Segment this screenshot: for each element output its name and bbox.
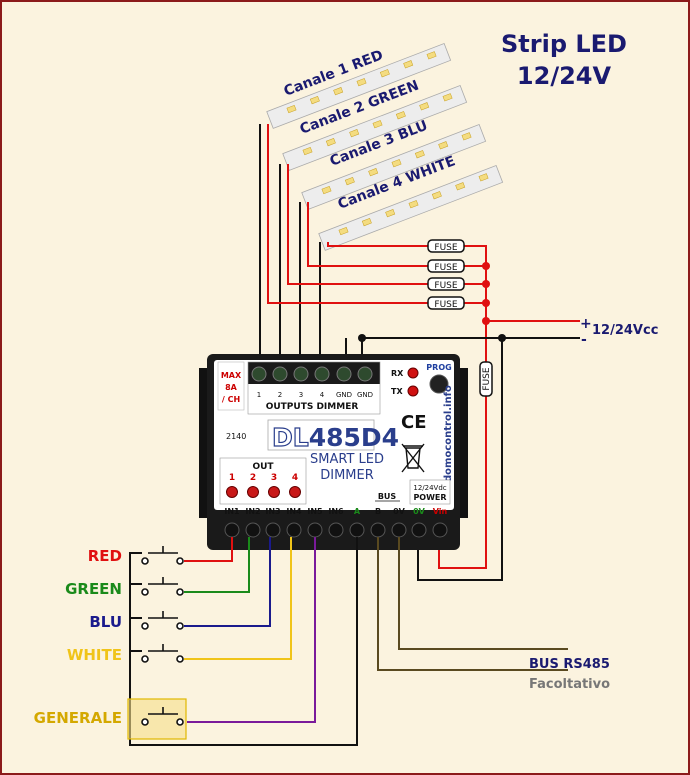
svg-text:4: 4 (320, 391, 325, 399)
rx-label: RX (391, 369, 404, 378)
out-leds (226, 486, 301, 498)
website-label: domocontrol.info (443, 385, 454, 482)
svg-text:A: A (354, 507, 361, 516)
subtitle-line-1: SMART LED (310, 452, 384, 467)
bus-box-label: BUS (378, 492, 397, 501)
svg-text:IN6: IN6 (328, 507, 344, 516)
bus-optional-label: Facoltativo (529, 677, 610, 692)
svg-text:Vin: Vin (433, 507, 448, 516)
svg-text:2: 2 (278, 391, 282, 399)
fuse-3: FUSE (427, 277, 465, 291)
led-strip-4 (318, 164, 504, 251)
svg-text:1: 1 (229, 473, 235, 483)
button-generale-symbol[interactable] (141, 707, 184, 726)
strip-negative-wires (259, 124, 321, 355)
prog-button[interactable] (429, 374, 449, 394)
led-strip-1 (266, 42, 452, 129)
svg-text:FUSE: FUSE (434, 300, 457, 310)
svg-text:FUSE: FUSE (434, 263, 457, 273)
junction-dots-black (358, 334, 506, 342)
led-strip-2 (282, 84, 468, 171)
svg-text:GND: GND (357, 391, 373, 399)
button-red-symbol[interactable] (141, 546, 184, 565)
prog-label: PROG (426, 363, 451, 372)
bus-rs485-label: BUS RS485 (529, 657, 610, 672)
max-line-2: 8A (225, 383, 238, 392)
svg-text:IN5: IN5 (307, 507, 323, 516)
out-numbers: 1 2 3 4 (229, 473, 298, 483)
dimmer-device: MAX 8A / CH 1 2 3 4 GND GND OUTPUTS DIMM… (199, 354, 468, 550)
svg-text:3: 3 (271, 473, 277, 483)
tx-led (407, 385, 419, 397)
out-title: OUT (252, 462, 274, 472)
strip-fuses: FUSE FUSE FUSE FUSE FUSE (427, 239, 493, 397)
led-strips (266, 42, 504, 251)
outputs-dimmer-label: OUTPUTS DIMMER (266, 402, 359, 412)
svg-text:0V: 0V (413, 507, 426, 516)
power-plus: + (580, 316, 592, 332)
svg-text:FUSE: FUSE (434, 243, 457, 253)
power-voltage: 12/24Vcc (592, 323, 658, 338)
button-white-symbol[interactable] (141, 644, 184, 663)
title-line-2: 12/24V (517, 62, 612, 90)
button-label-green: GREEN (65, 580, 122, 598)
subtitle-line-2: DIMMER (320, 468, 374, 483)
input-terminals (224, 522, 448, 538)
title-line-1: Strip LED (501, 30, 627, 58)
model-name: DL485D4 (272, 423, 399, 452)
fuse-4: FUSE (427, 296, 465, 310)
max-line-1: MAX (221, 371, 242, 380)
svg-text:0V: 0V (393, 507, 406, 516)
button-label-blu: BLU (89, 613, 122, 631)
tx-label: TX (391, 387, 403, 396)
button-label-red: RED (88, 547, 122, 565)
button-green-symbol[interactable] (141, 577, 184, 596)
output-terminal-labels: 1 2 3 4 GND GND (257, 391, 373, 399)
svg-text:IN4: IN4 (286, 507, 302, 516)
button-label-white: WHITE (67, 646, 122, 664)
svg-text:IN1: IN1 (224, 507, 240, 516)
push-buttons (141, 546, 184, 726)
svg-text:3: 3 (299, 391, 303, 399)
button-blu-symbol[interactable] (141, 611, 184, 630)
svg-text:2: 2 (250, 473, 256, 483)
power-box-label: POWER (413, 493, 446, 502)
fuse-1: FUSE (427, 239, 465, 253)
power-box-voltage: 12/24Vdc (413, 484, 446, 492)
svg-text:FUSE: FUSE (434, 281, 457, 291)
input-terminal-labels: IN1 IN2 IN3 IN4 IN5 IN6 A B 0V 0V Vin (224, 507, 447, 516)
output-terminals (248, 362, 380, 384)
svg-text:IN3: IN3 (265, 507, 280, 516)
svg-text:FUSE: FUSE (482, 367, 492, 390)
svg-text:IN2: IN2 (245, 507, 260, 516)
max-line-3: / CH (222, 395, 240, 404)
fuse-2: FUSE (427, 259, 465, 273)
power-minus: - (581, 332, 587, 348)
svg-text:4: 4 (292, 473, 298, 483)
svg-text:GND: GND (336, 391, 352, 399)
code-label: 2140 (226, 432, 246, 441)
weee-icon (401, 443, 425, 473)
button-label-generale: GENERALE (34, 709, 122, 727)
fuse-power: FUSE (479, 361, 493, 397)
rx-led (407, 367, 419, 379)
junction-dots-red (482, 262, 490, 325)
svg-text:1: 1 (257, 391, 261, 399)
ce-mark: CE (401, 412, 427, 433)
generale-highlight (127, 698, 187, 740)
led-strip-3 (301, 123, 487, 210)
svg-text:B: B (375, 507, 381, 516)
